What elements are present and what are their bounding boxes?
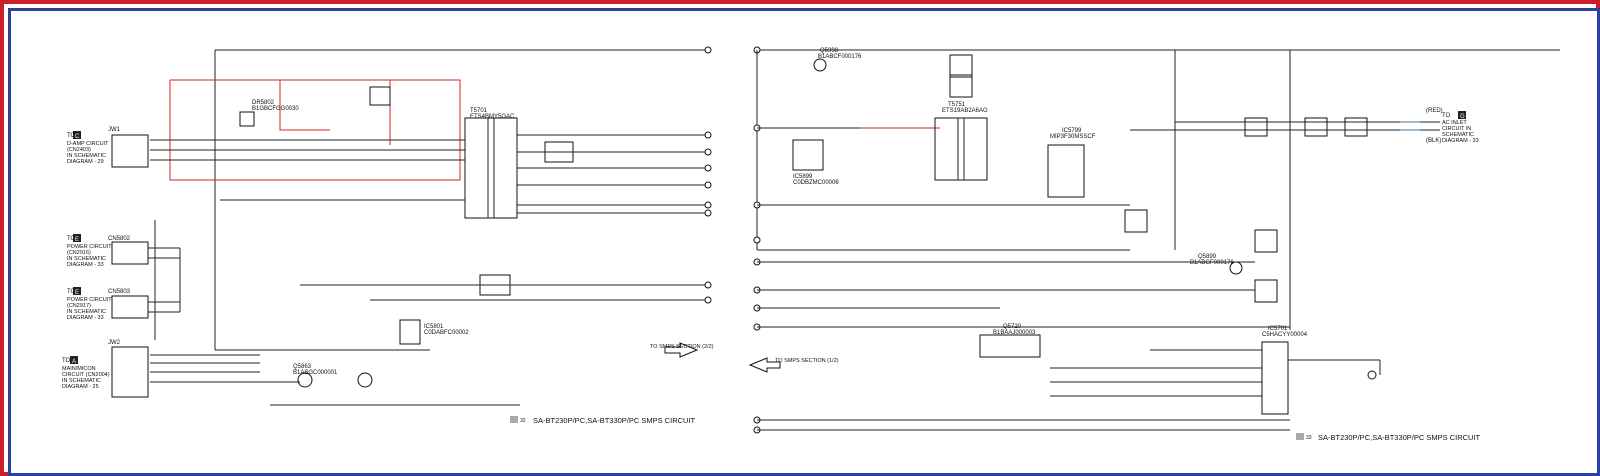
q5720-code: B1BAAJ000003 xyxy=(993,330,1036,336)
svg-text:IN SCHEMATIC: IN SCHEMATIC xyxy=(67,309,106,315)
q5863-ref: Q5863 xyxy=(293,364,312,370)
arrow-to-smps-1: TO SMPS SECTION (1/2) xyxy=(748,357,839,373)
svg-text:(CN2916): (CN2916) xyxy=(67,250,91,256)
q5863-code: B1ABGC000001 xyxy=(293,370,338,376)
t5751-code: ETS19AB2A6AG xyxy=(942,108,988,114)
svg-text:TO: TO xyxy=(67,236,76,242)
t5751-ref: T5751 xyxy=(948,102,966,108)
ac-inlet-label: (RED) TO G AC INLET CIRCUIT IN SCHEMATIC… xyxy=(1426,108,1479,144)
q5998-code: B1ABCF000176 xyxy=(818,54,862,60)
q5998-ref: Q5998 xyxy=(820,48,839,54)
svg-text:(CN2403): (CN2403) xyxy=(67,147,91,153)
svg-text:JW1: JW1 xyxy=(108,127,121,133)
svg-text:DIAGRAM - 33: DIAGRAM - 33 xyxy=(1442,138,1479,144)
svg-text:TO: TO xyxy=(62,358,71,364)
svg-text:JW2: JW2 xyxy=(108,340,121,346)
ic5701-code: C5HACYY00004 xyxy=(1262,332,1308,338)
t5701-code: ETS4BMY5GAC xyxy=(470,114,515,120)
ic5801-ref: IC5801 xyxy=(424,324,444,330)
ic5899-ref: IC5899 xyxy=(793,174,813,180)
right-sheet: T5751 ETS19AB2A6AG IC5799 MIP3F30MSSCF I… xyxy=(753,46,1560,434)
svg-text:TO: TO xyxy=(67,289,76,295)
svg-text:TO: TO xyxy=(1442,113,1451,119)
svg-text:(CN2917): (CN2917) xyxy=(67,303,91,309)
inner-frame xyxy=(8,8,1600,476)
svg-text:IN SCHEMATIC: IN SCHEMATIC xyxy=(62,378,101,384)
svg-text:MAIN/MICON: MAIN/MICON xyxy=(62,366,96,372)
cn5803-connector xyxy=(111,295,149,319)
right-page-number: 33 xyxy=(1306,435,1312,441)
connector-c-label: C TO D-AMP CIRCUIT (CN2403) IN SCHEMATIC… xyxy=(67,127,121,165)
ac-inlet-id: G xyxy=(1460,114,1465,120)
svg-text:DIAGRAM - 25: DIAGRAM - 25 xyxy=(62,384,99,390)
left-title-block: 32 SA-BT230P/PC,SA-BT330P/PC SMPS CIRCUI… xyxy=(510,416,696,425)
arrow-to-smps-2: TO SMPS SECTION (2/2) xyxy=(650,342,714,358)
right-title-block: 33 SA-BT230P/PC,SA-BT330P/PC SMPS CIRCUI… xyxy=(1296,433,1481,442)
connector-e2-id: E xyxy=(75,290,79,296)
svg-text:DIAGRAM - 33: DIAGRAM - 33 xyxy=(67,315,104,321)
svg-text:CIRCUIT IN: CIRCUIT IN xyxy=(1442,126,1471,132)
svg-text:DIAGRAM - 29: DIAGRAM - 29 xyxy=(67,159,104,165)
left-sheet: T5701 ETS4BMY5GAC DR5802 B1GBCFGG0030 xyxy=(111,46,712,406)
ic5899-code: C0DBZMC00006 xyxy=(793,180,839,186)
svg-text:TO SMPS SECTION (1/2): TO SMPS SECTION (1/2) xyxy=(775,358,839,364)
connector-c-id: C xyxy=(75,134,80,140)
svg-text:POWER CIRCUIT: POWER CIRCUIT xyxy=(67,244,112,250)
connector-e1-label: TO E POWER CIRCUIT (CN2916) IN SCHEMATIC… xyxy=(67,234,131,268)
connector-a-id: A xyxy=(72,359,76,365)
ic5801-code: C0DABFC00002 xyxy=(424,330,469,336)
ic5799-code: MIP3F30MSSCF xyxy=(1050,134,1096,140)
svg-text:IN SCHEMATIC: IN SCHEMATIC xyxy=(67,256,106,262)
svg-text:AC INLET: AC INLET xyxy=(1442,120,1467,126)
dr5802-ref: DR5802 xyxy=(252,100,275,106)
svg-text:CN5803: CN5803 xyxy=(108,289,131,295)
svg-text:TO: TO xyxy=(67,133,76,139)
dr5802-code: B1GBCFGG0030 xyxy=(252,106,299,112)
ic5701-ref: IC5701 xyxy=(1268,326,1288,332)
q5720-ref: Q5720 xyxy=(1003,324,1022,330)
connector-e1-id: E xyxy=(75,237,79,243)
right-title: SA-BT230P/PC,SA-BT330P/PC SMPS CIRCUIT xyxy=(1318,433,1481,442)
q5899-code: B1ABGF000176 xyxy=(1190,260,1234,266)
svg-text:TO SMPS SECTION (2/2): TO SMPS SECTION (2/2) xyxy=(650,344,714,350)
connector-a-label: TO A MAIN/MICON CIRCUIT (CN2004) IN SCHE… xyxy=(62,340,121,390)
svg-text:CN5802: CN5802 xyxy=(108,236,131,242)
svg-text:POWER CIRCUIT: POWER CIRCUIT xyxy=(67,297,112,303)
t5701-ref: T5701 xyxy=(470,108,488,114)
left-page-number: 32 xyxy=(520,418,526,424)
jw1-connector xyxy=(111,134,149,168)
svg-text:(RED): (RED) xyxy=(1426,108,1443,114)
svg-text:IN SCHEMATIC: IN SCHEMATIC xyxy=(67,153,106,159)
svg-text:CIRCUIT (CN2004): CIRCUIT (CN2004) xyxy=(62,372,110,378)
svg-text:DIAGRAM - 33: DIAGRAM - 33 xyxy=(67,262,104,268)
q5899-ref: Q5899 xyxy=(1198,254,1217,260)
jw2-connector xyxy=(111,346,149,398)
cn5802-connector xyxy=(111,241,149,265)
connector-e2-label: TO E POWER CIRCUIT (CN2917) IN SCHEMATIC… xyxy=(67,287,131,321)
svg-text:SCHEMATIC: SCHEMATIC xyxy=(1442,132,1474,138)
svg-text:D-AMP CIRCUIT: D-AMP CIRCUIT xyxy=(67,141,109,147)
ic5799-ref: IC5799 xyxy=(1062,128,1082,134)
left-title: SA-BT230P/PC,SA-BT330P/PC SMPS CIRCUIT xyxy=(533,416,696,425)
svg-text:(BLK): (BLK) xyxy=(1426,138,1441,144)
